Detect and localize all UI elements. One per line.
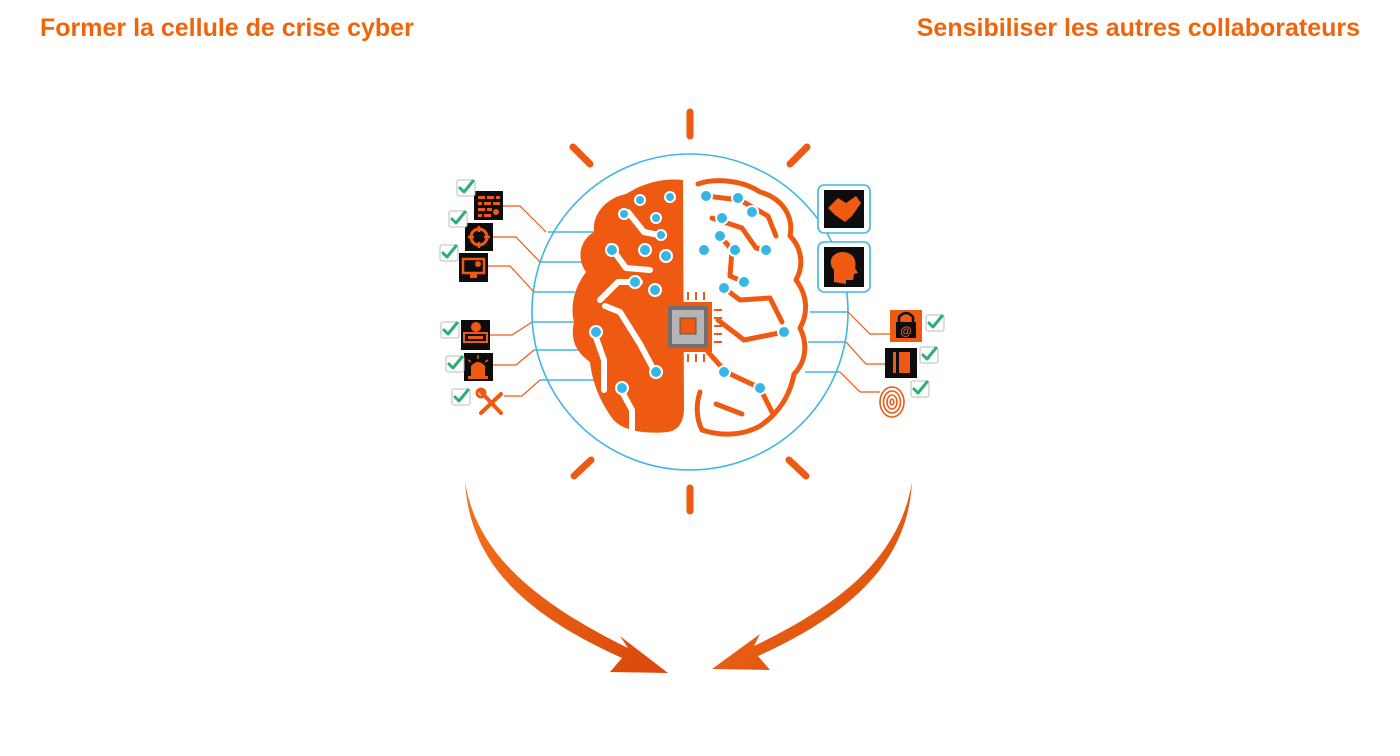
- check-icon: [909, 379, 931, 399]
- title-left: Former la cellule de crise cyber: [40, 14, 414, 42]
- user-monitor-icon: [461, 320, 490, 350]
- target-icon: [465, 223, 493, 251]
- fingerprint-icon: [879, 386, 905, 418]
- tools-icon: [475, 387, 503, 415]
- check-icon: [450, 387, 472, 407]
- check-icon: [455, 178, 477, 198]
- right-icon-connectors: [839, 311, 890, 393]
- handshake-icon: [817, 184, 871, 234]
- check-icon: [924, 313, 946, 333]
- check-icon: [447, 209, 469, 229]
- title-right: Sensibiliser les autres collaborateurs: [916, 14, 1360, 42]
- sun-rays: [569, 108, 811, 515]
- left-curved-arrow: [465, 482, 668, 673]
- check-icon: [439, 320, 461, 340]
- padlock-email-icon: @: [890, 310, 922, 342]
- cpu-chip-icon: [654, 292, 722, 362]
- blue-connector-lines: [532, 231, 848, 381]
- check-icon: [438, 243, 460, 263]
- right-curved-arrow: [712, 482, 912, 670]
- svg-text:@: @: [900, 324, 912, 338]
- head-profile-icon: [817, 241, 871, 293]
- book-icon: [885, 348, 917, 378]
- monitor-alert-icon: [459, 253, 488, 282]
- check-icon: [444, 354, 466, 374]
- siren-icon: [464, 353, 493, 381]
- firewall-icon: [474, 191, 503, 220]
- left-icon-connectors: [488, 205, 547, 397]
- brain-node-dots: [589, 189, 791, 395]
- check-icon: [918, 345, 940, 365]
